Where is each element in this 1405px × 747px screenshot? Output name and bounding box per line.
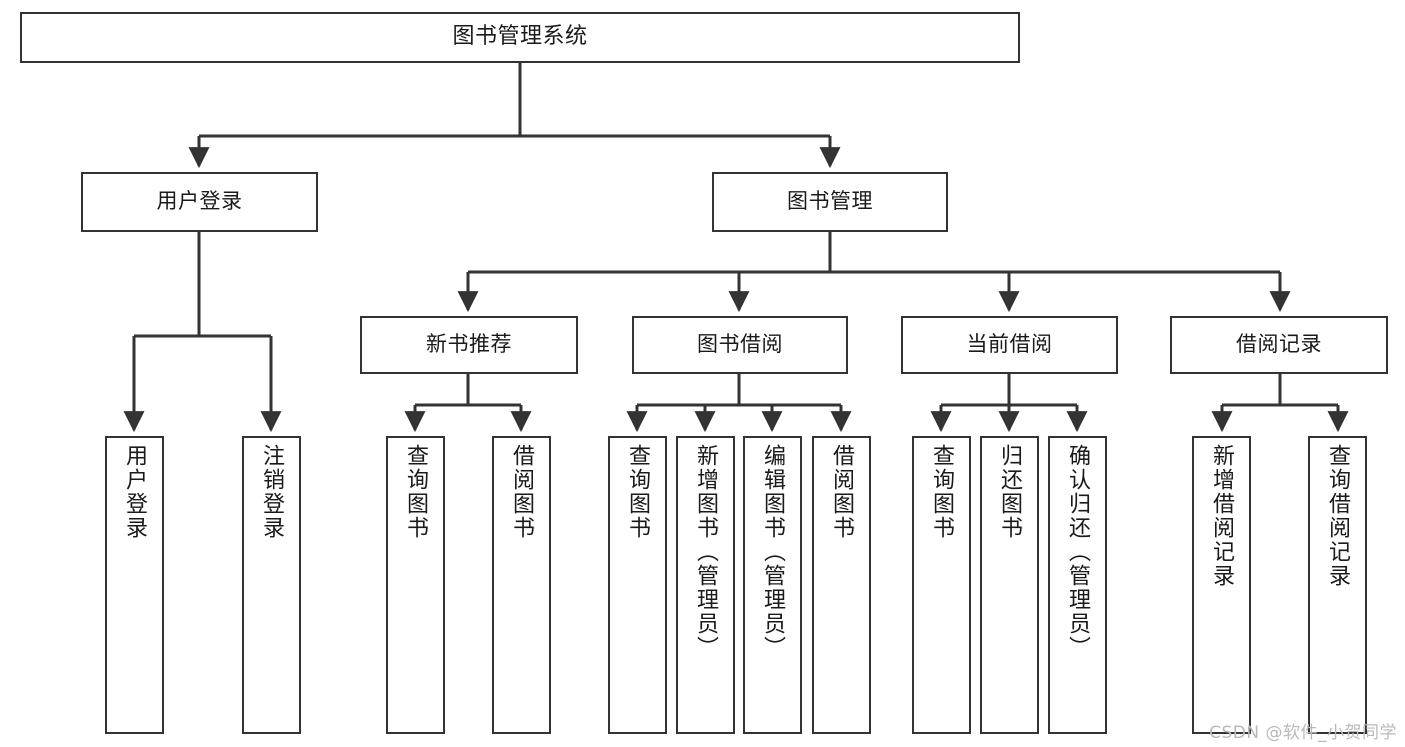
node-leaf-user-logout[interactable]: 注销登录	[242, 436, 301, 734]
node-leaf-query-book-1-label: 查询图书	[403, 444, 429, 540]
node-leaf-confirm-return[interactable]: 确认归还（管理员）	[1048, 436, 1107, 734]
node-borrow-record[interactable]: 借阅记录	[1170, 316, 1388, 374]
node-leaf-confirm-return-label: 确认归还（管理员）	[1065, 444, 1091, 660]
node-leaf-query-book-1[interactable]: 查询图书	[386, 436, 445, 734]
node-user-login[interactable]: 用户登录	[81, 172, 318, 232]
node-leaf-user-logout-label: 注销登录	[259, 444, 285, 540]
node-leaf-borrow-book-2[interactable]: 借阅图书	[812, 436, 871, 734]
node-current-borrow-label: 当前借阅	[966, 332, 1053, 357]
node-leaf-borrow-book-1[interactable]: 借阅图书	[492, 436, 551, 734]
node-borrow-record-label: 借阅记录	[1236, 332, 1322, 357]
node-leaf-return-book-label: 归还图书	[997, 444, 1023, 540]
node-root[interactable]: 图书管理系统	[20, 12, 1020, 63]
node-leaf-add-book[interactable]: 新增图书（管理员）	[676, 436, 735, 734]
node-book-borrow[interactable]: 图书借阅	[632, 316, 848, 374]
node-new-book-recommend-label: 新书推荐	[426, 332, 512, 357]
node-leaf-add-record[interactable]: 新增借阅记录	[1192, 436, 1251, 734]
node-leaf-query-record[interactable]: 查询借阅记录	[1308, 436, 1367, 734]
node-leaf-user-login-label: 用户登录	[122, 444, 148, 540]
node-book-management-label: 图书管理	[787, 189, 873, 214]
node-user-login-label: 用户登录	[156, 189, 243, 214]
node-leaf-query-record-label: 查询借阅记录	[1325, 444, 1351, 588]
node-leaf-query-book-2[interactable]: 查询图书	[608, 436, 667, 734]
node-book-borrow-label: 图书借阅	[697, 332, 783, 357]
node-leaf-return-book[interactable]: 归还图书	[980, 436, 1039, 734]
node-root-label: 图书管理系统	[452, 24, 588, 50]
node-leaf-edit-book-label: 编辑图书（管理员）	[760, 444, 786, 660]
node-leaf-borrow-book-1-label: 借阅图书	[509, 444, 535, 540]
node-leaf-query-book-2-label: 查询图书	[625, 444, 651, 540]
node-book-management[interactable]: 图书管理	[712, 172, 948, 232]
node-leaf-add-book-label: 新增图书（管理员）	[693, 444, 719, 660]
node-new-book-recommend[interactable]: 新书推荐	[360, 316, 578, 374]
node-leaf-add-record-label: 新增借阅记录	[1209, 444, 1235, 588]
node-leaf-edit-book[interactable]: 编辑图书（管理员）	[743, 436, 802, 734]
node-leaf-user-login[interactable]: 用户登录	[105, 436, 164, 734]
node-leaf-borrow-book-2-label: 借阅图书	[829, 444, 855, 540]
node-leaf-query-book-3[interactable]: 查询图书	[912, 436, 971, 734]
node-leaf-query-book-3-label: 查询图书	[929, 444, 955, 540]
node-current-borrow[interactable]: 当前借阅	[901, 316, 1118, 374]
